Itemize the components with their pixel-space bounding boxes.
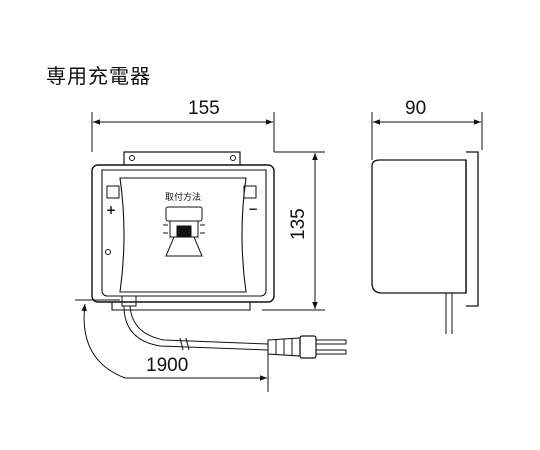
cord-dimension-line <box>75 299 269 392</box>
width-dimension: 155 <box>188 98 220 119</box>
diagram-title: 専用充電器 <box>46 64 151 88</box>
depth-dimension: 90 <box>405 98 427 119</box>
side-view <box>371 151 479 334</box>
mount-illustration <box>163 206 205 257</box>
minus-terminal-label: − <box>248 202 258 216</box>
depth-dimension-line <box>371 112 483 160</box>
power-cord <box>123 305 347 359</box>
width-dimension-line <box>91 112 275 152</box>
height-dimension-line <box>262 151 325 311</box>
mount-method-label: 取付方法 <box>165 193 202 203</box>
plus-terminal-label: + <box>106 203 116 217</box>
